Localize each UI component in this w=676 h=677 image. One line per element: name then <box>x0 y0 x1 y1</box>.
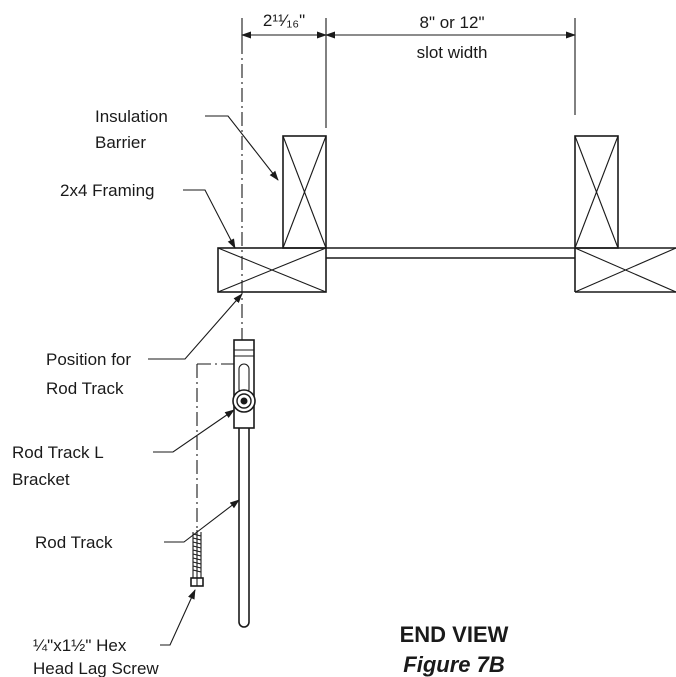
slot-channel <box>326 247 575 259</box>
screw-label-1: ¼"x1½" Hex <box>33 636 127 655</box>
dimension-lines <box>241 18 576 128</box>
leader-lines <box>148 115 279 646</box>
insulation-barrier-left <box>282 135 327 249</box>
figure-title: Figure 7B <box>403 652 505 677</box>
left-width-dimension: 2¹¹⁄₁₆" <box>263 11 305 30</box>
insulation-barrier-label-2: Barrier <box>95 133 146 152</box>
framing-left <box>217 247 327 293</box>
lag-screw <box>190 530 204 587</box>
screw-alignment <box>196 363 234 530</box>
slot-width-dimension-line1: 8" or 12" <box>420 13 485 32</box>
rod-track-l-bracket <box>232 339 256 429</box>
rod-track <box>238 428 250 628</box>
view-title: END VIEW <box>400 622 509 647</box>
position-label-2: Rod Track <box>46 379 124 398</box>
framing-right <box>574 247 676 293</box>
rod-track-label: Rod Track <box>35 533 113 552</box>
screw-label-2: Head Lag Screw <box>33 659 159 677</box>
framing-label: 2x4 Framing <box>60 181 154 200</box>
slot-width-dimension-line2: slot width <box>417 43 488 62</box>
insulation-barrier-label-1: Insulation <box>95 107 168 126</box>
insulation-barrier-right <box>574 135 619 249</box>
bracket-label-2: Bracket <box>12 470 70 489</box>
bracket-label-1: Rod Track L <box>12 443 104 462</box>
position-label-1: Position for <box>46 350 131 369</box>
